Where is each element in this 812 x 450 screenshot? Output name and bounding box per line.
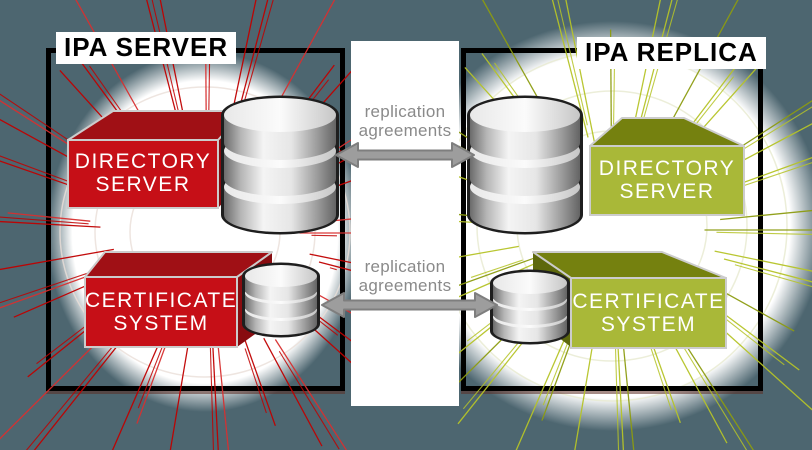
server-certificate-system-label: CERTIFICATE SYSTEM bbox=[85, 289, 237, 335]
label-line: agreements bbox=[358, 276, 452, 295]
ipa-replica-title: IPA REPLICA bbox=[577, 37, 766, 69]
server-certificate-database-icon bbox=[242, 262, 320, 338]
label-line: SYSTEM bbox=[113, 312, 209, 335]
label-line: DIRECTORY bbox=[598, 157, 736, 180]
replica-directory-database-icon bbox=[467, 95, 583, 235]
label-line: replication bbox=[364, 102, 446, 121]
label-line: SYSTEM bbox=[600, 313, 697, 336]
server-directory-server-label: DIRECTORY SERVER bbox=[68, 150, 218, 196]
label-line: DIRECTORY bbox=[74, 150, 212, 173]
server-certificate-system-box bbox=[84, 251, 273, 348]
label-line: agreements bbox=[358, 121, 452, 140]
replica-certificate-database-icon bbox=[490, 269, 570, 345]
replica-directory-server-box bbox=[589, 117, 745, 216]
server-directory-database-icon bbox=[221, 95, 339, 235]
replication-arrow-top bbox=[335, 142, 475, 168]
replica-certificate-system-label: CERTIFICATE SYSTEM bbox=[571, 290, 726, 336]
replication-arrow-bottom bbox=[321, 292, 498, 318]
ipa-server-title: IPA SERVER bbox=[56, 32, 237, 64]
replication-agreements-label-top: replication agreements bbox=[351, 102, 459, 140]
label-line: replication bbox=[364, 257, 446, 276]
label-line: SERVER bbox=[95, 173, 191, 196]
label-line: CERTIFICATE bbox=[572, 290, 725, 313]
label-line: SERVER bbox=[619, 180, 715, 203]
label-line: CERTIFICATE bbox=[85, 289, 238, 312]
replication-band bbox=[351, 41, 459, 406]
replication-agreements-label-bottom: replication agreements bbox=[351, 257, 459, 295]
replica-directory-server-label: DIRECTORY SERVER bbox=[590, 157, 744, 203]
